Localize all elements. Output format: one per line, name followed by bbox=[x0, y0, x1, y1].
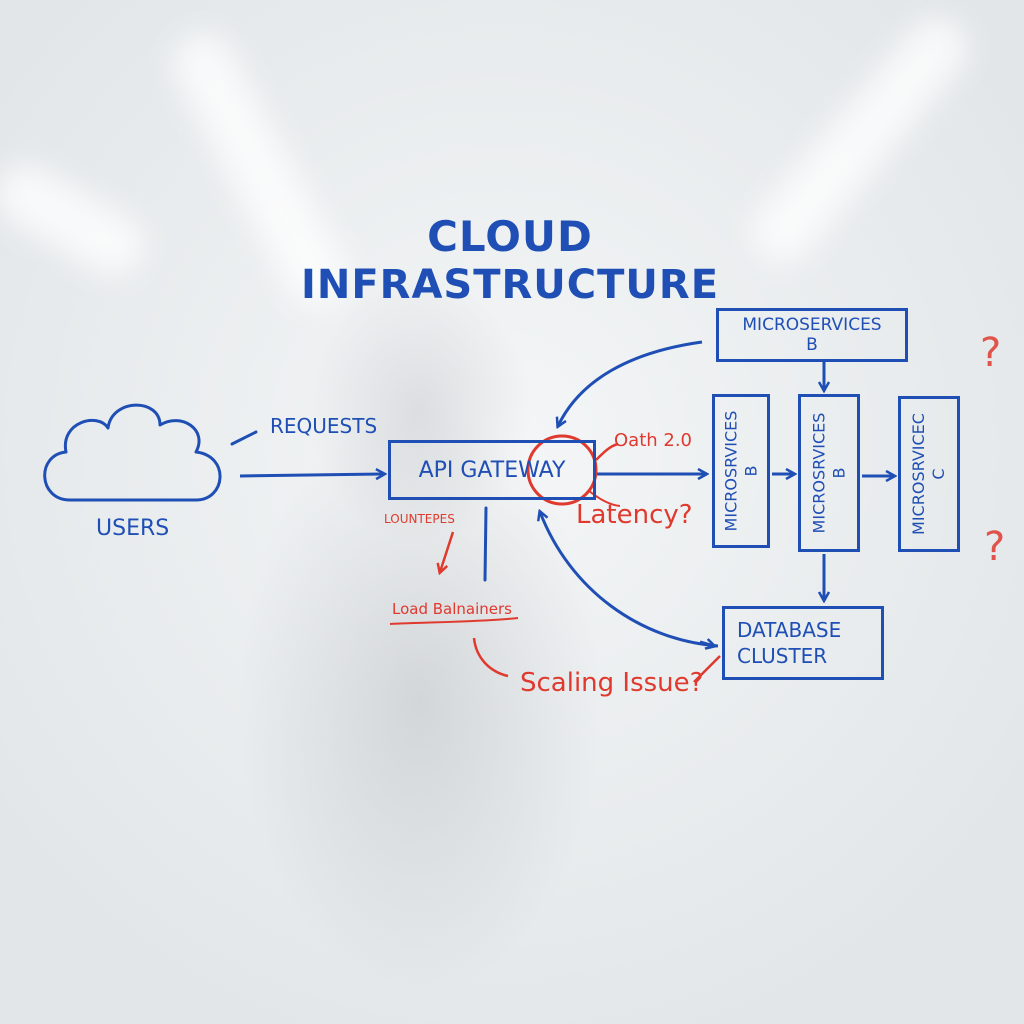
database-label: DATABASE bbox=[737, 618, 842, 642]
load-balancers-annotation: Load Balnainers bbox=[392, 600, 512, 618]
microservices-col1-text: MICROSRVICES bbox=[721, 410, 740, 532]
database-cluster-box: DATABASE CLUSTER bbox=[722, 606, 884, 680]
microservices-col3-subtext: C bbox=[929, 468, 949, 480]
microservices-col2-subtext: B bbox=[829, 467, 848, 479]
red-latency-stroke bbox=[587, 489, 621, 507]
microservices-col3-text: MICROSRVICEC bbox=[909, 413, 929, 535]
microservices-top-sublabel: B bbox=[806, 335, 818, 355]
red-oauth-connector bbox=[595, 442, 619, 461]
arrow-users-to-gateway bbox=[239, 474, 384, 476]
red-circle-highlight bbox=[526, 434, 598, 506]
red-scaling-connector bbox=[472, 637, 509, 678]
requests-tick bbox=[230, 430, 258, 446]
users-cloud-icon bbox=[43, 403, 222, 502]
arrow-top-to-gateway bbox=[558, 340, 703, 426]
arrow-gateway-to-database bbox=[699, 642, 714, 646]
scaling-issue-annotation: Scaling Issue? bbox=[520, 668, 704, 698]
diagram-title-line1: CLOUD bbox=[427, 212, 593, 261]
requests-label: REQUESTS bbox=[270, 414, 378, 438]
microservices-col1-subtext: B bbox=[741, 465, 760, 477]
question-mark-annotation-2: ? bbox=[984, 524, 1006, 570]
microservices-top-box: MICROSERVICES B bbox=[716, 308, 908, 362]
arrow-database-to-gateway bbox=[540, 512, 719, 648]
api-gateway-label: API GATEWAY bbox=[418, 457, 566, 483]
latency-annotation: Latency? bbox=[576, 500, 693, 530]
cluster-label: CLUSTER bbox=[737, 644, 828, 668]
users-label: USERS bbox=[96, 516, 170, 541]
question-mark-annotation: ? bbox=[980, 330, 1002, 376]
oauth-annotation: Oath 2.0 bbox=[614, 430, 693, 451]
microservices-top-label: MICROSERVICES bbox=[742, 315, 882, 335]
gateway-small-arrow bbox=[440, 531, 455, 572]
api-gateway-box: API GATEWAY bbox=[388, 440, 596, 500]
red-scaling-to-db bbox=[693, 655, 721, 683]
small-note-annotation: LOUNTEPES bbox=[384, 512, 455, 526]
load-balancers-underline bbox=[389, 617, 519, 625]
diagram-title-line2: INFRASTRUCTURE bbox=[300, 262, 720, 308]
microservices-col2-text: MICROSRVICES bbox=[809, 412, 828, 534]
gateway-down-line bbox=[483, 506, 488, 582]
